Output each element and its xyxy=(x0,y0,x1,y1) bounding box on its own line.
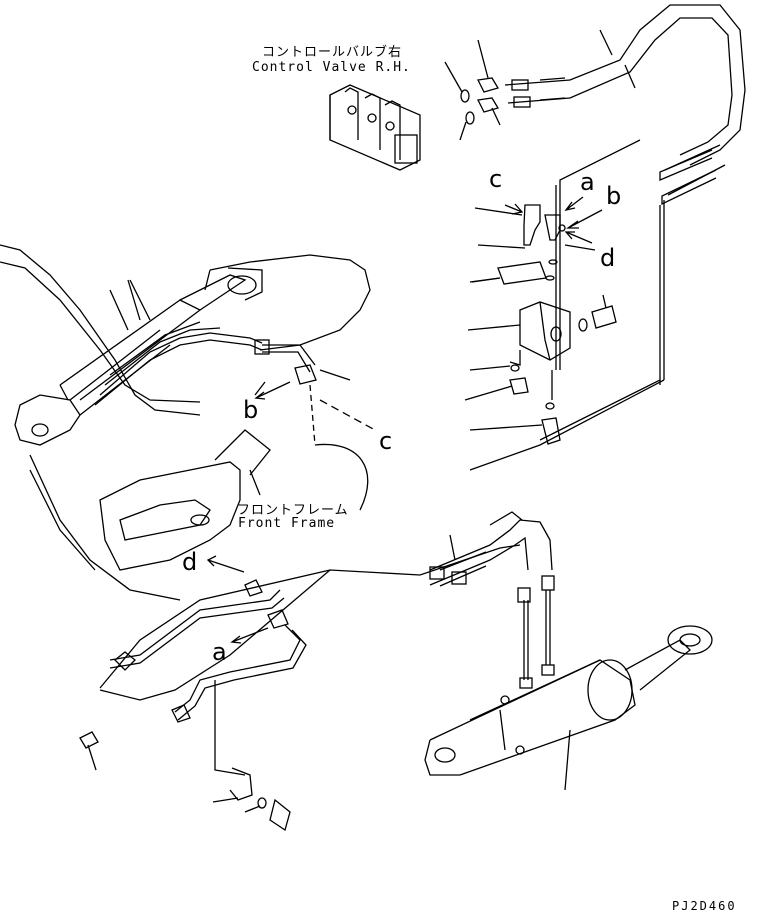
callout-b-left: b xyxy=(243,396,259,424)
hoses-top xyxy=(504,4,746,166)
valve-block xyxy=(467,294,617,361)
drawing-code: PJ2D460 xyxy=(672,899,737,913)
callout-d-upper: d xyxy=(600,244,616,272)
leader-lines xyxy=(127,277,501,561)
control-valve-label-jp: コントロールバルブ右 xyxy=(262,45,403,60)
small-fittings xyxy=(464,350,561,445)
bolts-and-washers xyxy=(79,731,291,832)
long-tubes-right xyxy=(469,139,726,471)
valve-ports xyxy=(444,39,501,141)
elbow-fittings xyxy=(474,204,596,265)
callout-a-upper: a xyxy=(580,168,595,196)
lower-tubes xyxy=(99,544,521,801)
left-tubes xyxy=(94,279,351,406)
callout-d-lower: d xyxy=(182,548,198,576)
front-frame xyxy=(0,244,371,601)
frame-bracket xyxy=(99,429,271,571)
steering-cylinder-left xyxy=(59,267,263,401)
control-valve-label-en: Control Valve R.H. xyxy=(252,60,411,75)
control-valve xyxy=(329,84,421,171)
callout-b-upper: b xyxy=(606,182,622,210)
callout-c-left: c xyxy=(379,427,393,455)
front-frame-label-en: Front Frame xyxy=(238,516,336,531)
callout-c-upper: c xyxy=(489,165,503,193)
arrows xyxy=(206,196,603,644)
front-frame-label-jp: フロントフレーム xyxy=(237,503,349,518)
dashed-callouts xyxy=(254,381,376,511)
lower-hoses xyxy=(429,511,555,689)
steering-cylinder-right xyxy=(424,625,713,791)
callout-a-lower: a xyxy=(212,638,227,666)
